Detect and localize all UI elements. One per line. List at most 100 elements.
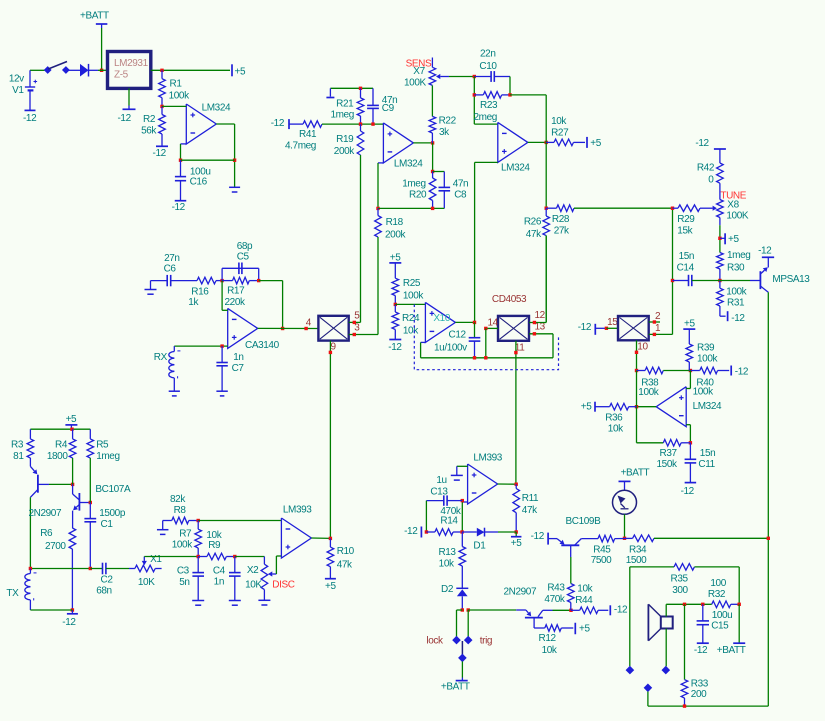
svg-text:R9: R9 (208, 540, 221, 551)
svg-text:R8: R8 (174, 505, 187, 516)
svg-text:X7: X7 (413, 66, 425, 77)
svg-text:MPSA13: MPSA13 (772, 274, 810, 285)
svg-text:C11: C11 (698, 459, 715, 470)
svg-text:R7: R7 (179, 529, 192, 540)
svg-text:10K: 10K (245, 580, 262, 591)
svg-text:100u: 100u (190, 167, 211, 178)
svg-text:X2: X2 (247, 565, 259, 576)
svg-text:R28: R28 (552, 214, 570, 225)
svg-text:10k: 10k (608, 423, 624, 434)
svg-text:+5: +5 (684, 319, 695, 330)
svg-text:82k: 82k (170, 494, 186, 505)
svg-text:2meg: 2meg (474, 112, 497, 123)
svg-text:C16: C16 (190, 177, 208, 188)
svg-text:R40: R40 (696, 378, 714, 389)
svg-text:LM324: LM324 (202, 103, 231, 114)
svg-text:2N2907: 2N2907 (29, 508, 62, 519)
svg-text:R2: R2 (143, 114, 156, 125)
svg-text:3k: 3k (439, 127, 450, 138)
svg-text:D2: D2 (441, 584, 454, 595)
svg-text:R20: R20 (409, 190, 427, 201)
svg-text:2700: 2700 (45, 541, 66, 552)
svg-text:22n: 22n (480, 49, 496, 60)
svg-text:X10: X10 (433, 313, 450, 324)
svg-text:-12: -12 (388, 342, 402, 353)
svg-text:68n: 68n (96, 586, 112, 597)
svg-text:R25: R25 (403, 278, 421, 289)
svg-text:220k: 220k (225, 297, 246, 308)
svg-text:R5: R5 (96, 439, 109, 450)
svg-text:47k: 47k (526, 229, 542, 240)
svg-text:RX: RX (154, 352, 168, 363)
svg-text:47k: 47k (337, 559, 353, 570)
svg-text:68p: 68p (237, 241, 253, 252)
svg-text:trig: trig (480, 635, 492, 646)
svg-text:+5: +5 (581, 402, 592, 413)
svg-text:-12: -12 (731, 313, 745, 324)
svg-text:150k: 150k (657, 459, 678, 470)
svg-text:-12: -12 (172, 202, 186, 213)
svg-text:+5: +5 (66, 414, 77, 425)
svg-text:100k: 100k (638, 387, 659, 398)
svg-text:100k: 100k (172, 540, 193, 551)
svg-text:CA3140: CA3140 (245, 340, 280, 351)
svg-text:13: 13 (535, 322, 546, 333)
svg-text:R22: R22 (439, 116, 457, 127)
svg-text:3: 3 (354, 323, 360, 334)
svg-text:10k: 10k (577, 584, 593, 595)
svg-text:R3: R3 (11, 439, 24, 450)
svg-text:1meg: 1meg (727, 250, 750, 261)
svg-text:lock: lock (426, 635, 444, 646)
svg-text:R33: R33 (691, 679, 709, 690)
svg-text:R31: R31 (727, 298, 745, 309)
svg-text:C9: C9 (382, 103, 395, 114)
svg-text:R10: R10 (337, 546, 355, 557)
svg-text:470k: 470k (440, 506, 461, 517)
svg-text:DISC: DISC (272, 580, 294, 591)
svg-text:R17: R17 (227, 286, 245, 297)
svg-text:R44: R44 (575, 595, 593, 606)
svg-text:15k: 15k (677, 226, 693, 237)
svg-text:5n: 5n (179, 577, 189, 588)
svg-text:R16: R16 (191, 287, 209, 298)
svg-text:C4: C4 (213, 566, 226, 577)
svg-text:-12: -12 (758, 245, 772, 256)
svg-text:+BATT: +BATT (441, 681, 470, 692)
svg-text:R32: R32 (708, 589, 726, 600)
svg-text:+5: +5 (590, 138, 601, 149)
svg-text:LM324: LM324 (693, 401, 722, 412)
svg-text:81: 81 (13, 451, 24, 462)
svg-text:R4: R4 (55, 439, 68, 450)
svg-text:10: 10 (637, 341, 648, 352)
svg-text:15: 15 (607, 317, 618, 328)
svg-text:R39: R39 (697, 343, 715, 354)
svg-text:R27: R27 (551, 128, 569, 139)
svg-text:470k: 470k (544, 594, 565, 605)
svg-text:27k: 27k (554, 226, 570, 237)
svg-text:9: 9 (331, 342, 337, 353)
svg-text:10k: 10k (403, 326, 419, 337)
svg-text:C6: C6 (164, 264, 177, 275)
svg-text:-12: -12 (578, 322, 592, 333)
svg-text:-12: -12 (695, 138, 709, 149)
svg-text:V1: V1 (12, 85, 24, 96)
svg-text:LM393: LM393 (283, 504, 312, 515)
svg-text:R35: R35 (671, 574, 689, 585)
svg-text:200k: 200k (385, 229, 406, 240)
svg-text:1n: 1n (233, 352, 243, 363)
svg-text:200: 200 (691, 689, 707, 700)
svg-text:R14: R14 (440, 516, 458, 527)
svg-text:C8: C8 (454, 190, 467, 201)
svg-text:1n: 1n (214, 577, 224, 588)
svg-text:X1: X1 (150, 554, 162, 565)
svg-text:1800: 1800 (47, 451, 68, 462)
svg-text:LM324: LM324 (501, 162, 530, 173)
svg-text:+5: +5 (325, 581, 336, 592)
svg-text:R26: R26 (524, 217, 542, 228)
svg-text:LM2931: LM2931 (114, 58, 149, 69)
svg-text:27n: 27n (164, 253, 180, 264)
svg-text:-12: -12 (271, 118, 285, 129)
svg-text:R38: R38 (641, 378, 659, 389)
svg-text:100u: 100u (712, 610, 733, 621)
svg-text:R6: R6 (40, 528, 53, 539)
